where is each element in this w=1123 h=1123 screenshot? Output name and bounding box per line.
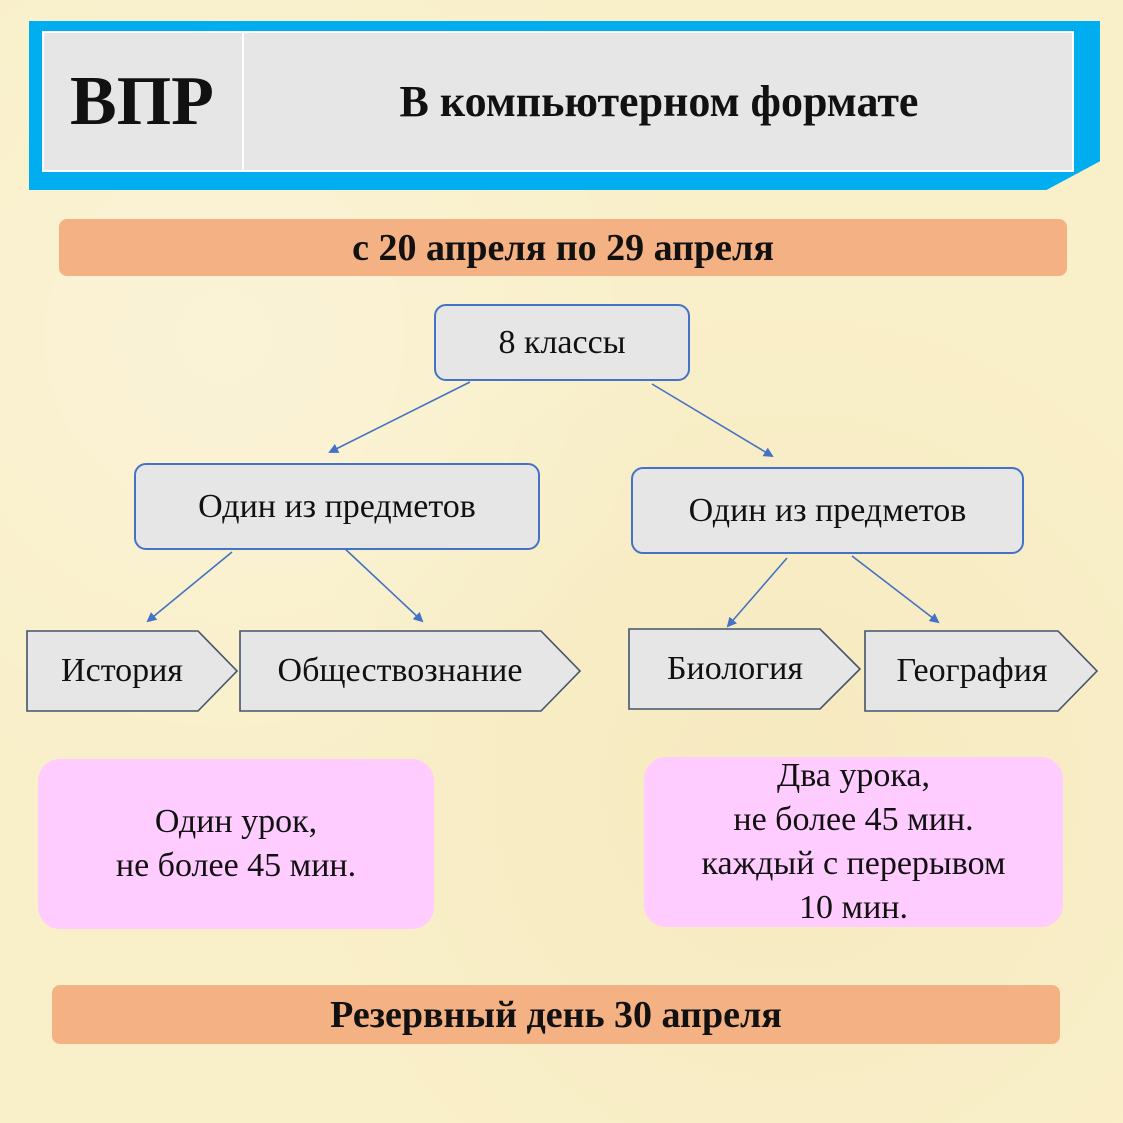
group-right-box: Один из предметов: [631, 467, 1024, 554]
subject-geography: География: [896, 652, 1048, 689]
grade-box: 8 классы: [434, 304, 690, 381]
chevron-social: [239, 630, 582, 712]
duration-line: не более 45 мин.: [115, 847, 357, 884]
chevron-geography: [864, 630, 1099, 712]
header-abbr: ВПР: [70, 62, 214, 140]
duration-left: Один урок, не более 45 мин.: [38, 759, 434, 929]
header-panel: [42, 31, 1074, 172]
chevron-biology: [628, 628, 862, 710]
subject-social-studies: Обществознание: [277, 652, 523, 689]
duration-line: каждый с перерывом: [701, 845, 1006, 882]
reserve-day-bar: Резервный день 30 апреля: [52, 985, 1060, 1044]
duration-line: Один урок,: [154, 803, 318, 840]
arrow-biology: [726, 557, 788, 628]
dates-bar: с 20 апреля по 29 апреля: [59, 219, 1067, 276]
group-left-box: Один из предметов: [134, 463, 540, 550]
duration-right: Два урока, не более 45 мин. каждый с пер…: [644, 757, 1063, 927]
duration-line: 10 мин.: [799, 889, 908, 926]
chevron-history: [26, 630, 239, 712]
subject-history: История: [61, 652, 183, 689]
arrow-history: [146, 551, 233, 623]
arrow-grade-left: [328, 381, 471, 453]
arrow-grade-right: [651, 383, 774, 458]
duration-line: не более 45 мин.: [733, 801, 974, 838]
header-title: В компьютерном формате: [399, 77, 919, 126]
subject-biology: Биология: [666, 650, 804, 687]
arrow-geography: [851, 555, 940, 624]
arrow-social: [341, 545, 424, 623]
duration-line: Два урока,: [777, 757, 930, 794]
header-divider: [242, 31, 244, 172]
